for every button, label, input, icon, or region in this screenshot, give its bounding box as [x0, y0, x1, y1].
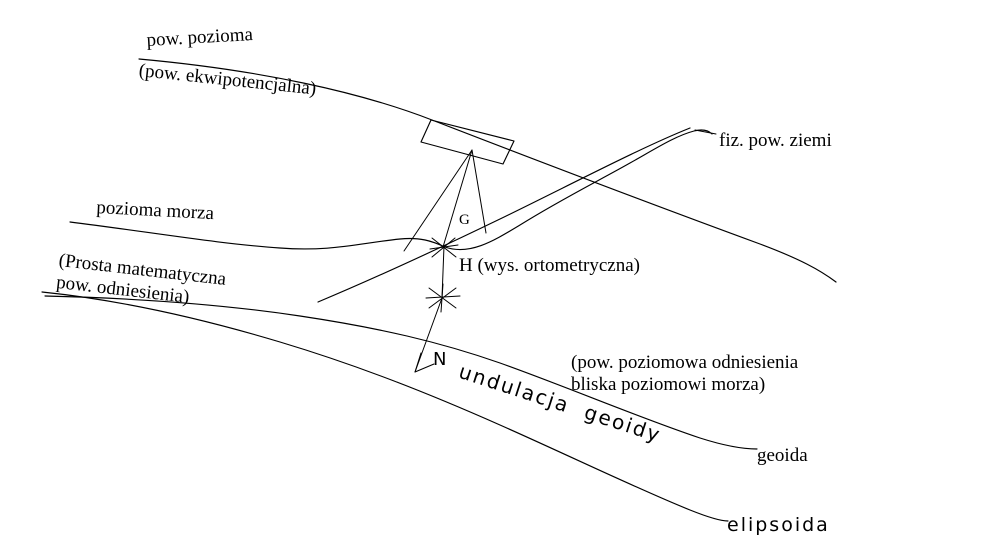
geoid-surface-curve: [44, 295, 758, 450]
sight-line-left: [403, 149, 473, 252]
physical-earth-surface-curve: [69, 129, 713, 251]
label-undulation-n: N: [433, 349, 447, 370]
label-fiz-pow-ziemi: fiz. pow. ziemi: [719, 130, 832, 151]
x-marker-upper: [429, 237, 459, 258]
label-elipsoida: elipsoida: [727, 514, 830, 536]
equipotential-surface-line: [138, 58, 837, 283]
sea-level-reference-line: [317, 127, 691, 303]
sight-line-right: [471, 149, 487, 234]
sight-line-middle: [442, 149, 473, 248]
instrument-rectangle: [420, 119, 515, 165]
leader-line-fiz-pow-ziemi: [694, 129, 717, 135]
undulation-arrow: [414, 297, 443, 373]
label-orthometric-height: H (wys. ortometryczna): [459, 255, 640, 276]
label-gravity-direction-g: G: [459, 212, 470, 228]
label-pow-poziomowa-odniesienia: (pow. poziomowa odniesienia bliska pozio…: [571, 352, 799, 396]
x-marker-lower: [425, 283, 461, 313]
label-geoida: geoida: [757, 445, 808, 466]
ellipsoid-surface-curve: [41, 291, 729, 522]
